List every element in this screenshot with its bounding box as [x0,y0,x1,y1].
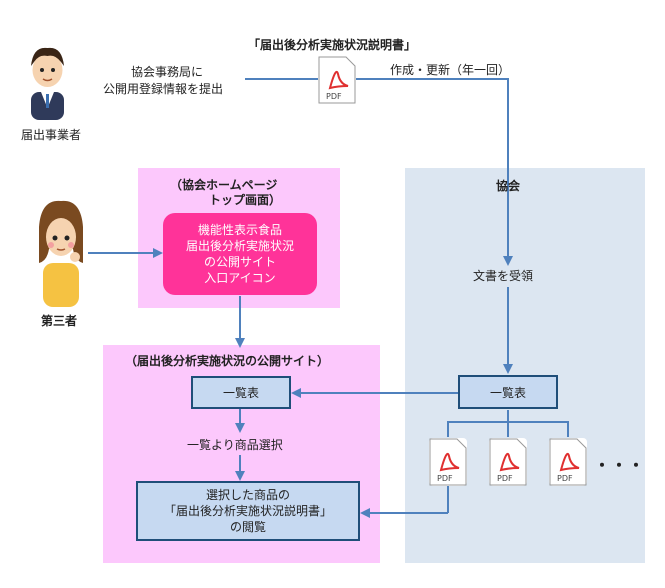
entry-icon-line: 機能性表示食品 [197,223,282,237]
pdf-document-icon: PDF [318,56,356,104]
view-line: 選択した商品の [205,488,290,502]
submitter-note-line2: 公開用登録情報を提出 [103,82,224,96]
pdf-label: PDF [557,474,573,483]
pdf-label: PDF [437,474,453,483]
entry-icon-line: の公開サイト [203,255,276,269]
kyokai-list-box: 一覧表 [458,375,558,409]
third-party-person-icon [39,200,83,307]
kyokai-list-label: 一覧表 [489,385,526,400]
view-document-box[interactable]: 選択した商品の 「届出後分析実施状況説明書」 の閲覧 [136,481,360,541]
public-list-box[interactable]: 一覧表 [191,376,291,409]
homepage-title-line1: （協会ホームページ [170,178,278,192]
pdf-label: PDF [497,474,513,483]
entry-icon-line: 届出後分析実施状況 [185,239,294,253]
business-person-icon [31,47,64,120]
homepage-title-line2: トップ画面） [209,193,282,207]
pdf-document-icon: PDF [549,438,587,486]
document-title: 「届出後分析実施状況説明書」 [248,38,417,52]
more-ellipsis: ・・・ [594,456,646,475]
public-list-label: 一覧表 [222,386,259,400]
select-product-label: 一覧より商品選択 [187,438,283,452]
third-party-label: 第三者 [41,314,78,328]
kyokai-label: 協会 [496,179,521,193]
submitter-label: 届出事業者 [21,128,82,142]
submitter-note-line1: 協会事務局に [131,65,204,79]
view-line: の閲覧 [229,520,266,534]
entry-icon-line: 入口アイコン [204,271,276,285]
public-site-entry-icon-button[interactable]: 機能性表示食品 届出後分析実施状況 の公開サイト 入口アイコン [163,213,317,295]
create-update-label: 作成・更新（年一回） [390,63,511,77]
pdf-document-icon: PDF [429,438,467,486]
pdf-document-icon: PDF [489,438,527,486]
receive-document-label: 文書を受領 [473,269,534,283]
public-site-title: （届出後分析実施状況の公開サイト） [125,354,330,368]
view-line: 「届出後分析実施状況説明書」 [163,504,332,518]
kyokai-region [405,168,645,563]
pdf-label: PDF [326,92,342,101]
